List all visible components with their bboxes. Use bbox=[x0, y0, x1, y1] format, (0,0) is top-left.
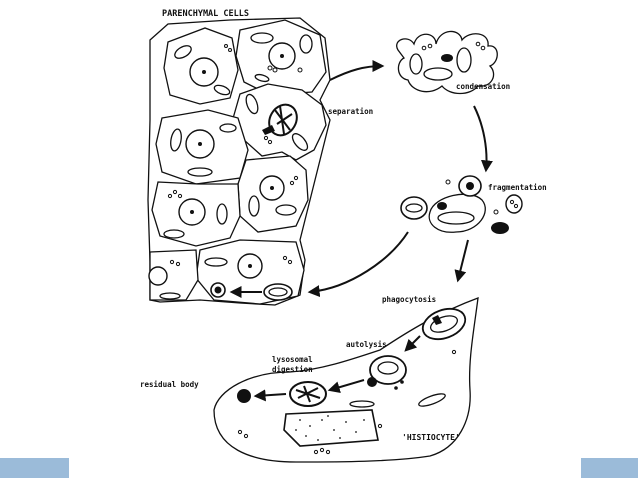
separation-label: separation bbox=[328, 107, 373, 116]
histiocyte-label: 'HISTIOCYTE' bbox=[402, 433, 460, 442]
arrow-phagocytosis-autolysis bbox=[404, 335, 421, 352]
histiocyte-nucleus bbox=[283, 409, 379, 447]
cell bbox=[151, 181, 241, 247]
phagocytosis-label: phagocytosis bbox=[382, 295, 436, 304]
fragmentation-label: fragmentation bbox=[488, 183, 547, 192]
cell bbox=[155, 109, 249, 185]
process-arrows bbox=[253, 60, 493, 402]
lysosomal-label: lysosomal bbox=[272, 355, 313, 364]
nucleus bbox=[148, 266, 168, 286]
cell bbox=[195, 239, 305, 305]
bottom-bar-panel-gap bbox=[69, 458, 581, 478]
arrow-autolysis-digestion bbox=[327, 379, 365, 394]
residual-body-label: residual body bbox=[140, 380, 199, 389]
cell bbox=[237, 155, 309, 233]
digestion-label: digestion bbox=[272, 365, 313, 374]
arrow-separation-condensation bbox=[329, 60, 385, 81]
arrow-digestion-residual bbox=[253, 389, 287, 402]
condensation-label: condensation bbox=[456, 82, 510, 91]
arrow-condensation-fragmentation bbox=[473, 105, 493, 173]
arrow-fragmentation-phagocytosis bbox=[454, 239, 469, 283]
fragmentation-bodies bbox=[400, 175, 523, 234]
title-label: PARENCHYMAL CELLS bbox=[162, 9, 249, 19]
separating-cell bbox=[231, 83, 327, 161]
cell bbox=[235, 19, 327, 96]
arrow-fragmentation-cells bbox=[307, 231, 409, 298]
parenchymal-cell-sheet bbox=[147, 17, 331, 306]
autolysis-label: autolysis bbox=[346, 340, 387, 349]
cell bbox=[163, 27, 239, 105]
condensation-cell bbox=[396, 30, 498, 95]
cell bbox=[148, 249, 199, 301]
